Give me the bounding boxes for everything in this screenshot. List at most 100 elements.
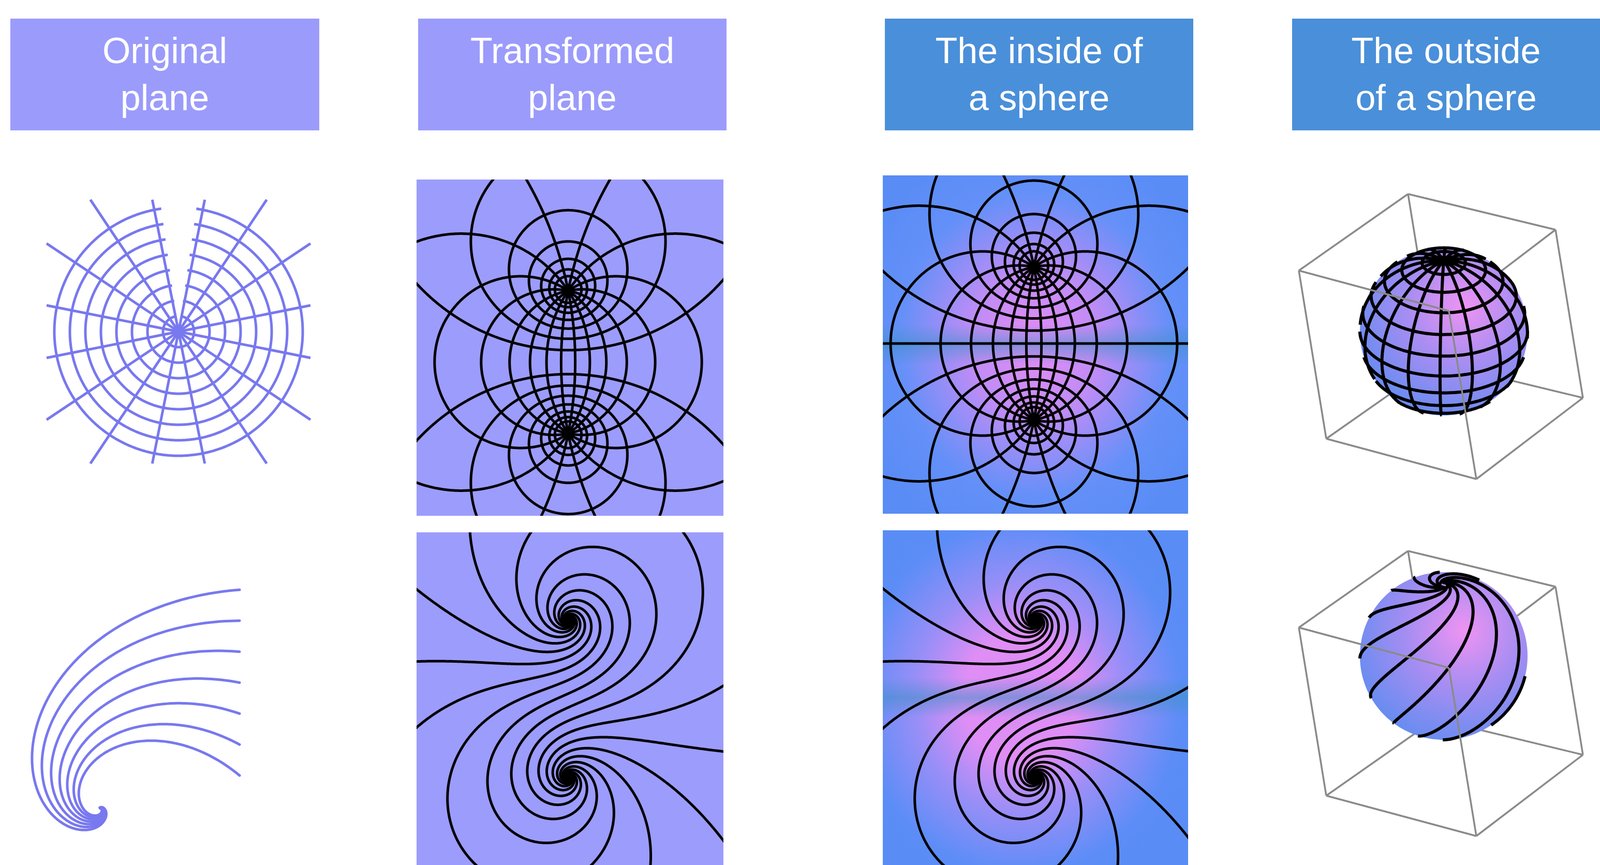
- cube-edge: [1555, 586, 1583, 755]
- header-box: The outside of a sphere: [1292, 18, 1600, 131]
- grid-panel: [882, 175, 1189, 514]
- sphere-lines: [1359, 572, 1525, 740]
- spiral-panel: [882, 530, 1189, 865]
- loxodrome-curve: [447, 590, 615, 865]
- polar-ray: [178, 331, 267, 464]
- coaxial-arc: [940, 265, 1034, 422]
- cube-edge: [1326, 438, 1477, 480]
- polar-ray: [178, 199, 205, 332]
- polar-ray: [178, 331, 311, 420]
- apollonian-circle: [509, 395, 628, 515]
- apollonian-circle: [991, 214, 1077, 299]
- coaxial-arc: [416, 233, 569, 492]
- spiral-curves: [32, 589, 240, 831]
- loxodrome-curve: [416, 600, 651, 865]
- cube-edge: [1298, 194, 1409, 271]
- apollonian-circle: [416, 179, 724, 351]
- coaxial-arc: [416, 179, 569, 516]
- apollonian-circle: [528, 241, 608, 321]
- coaxial-arc: [546, 290, 569, 434]
- loxodrome-curve: [914, 590, 1082, 865]
- cube-edge: [1298, 627, 1449, 669]
- spiral-curve: [67, 703, 240, 820]
- loxodrome-curve: [511, 546, 657, 820]
- apollonian-circle: [970, 379, 1098, 507]
- apollonian-circle: [929, 175, 1138, 319]
- apollonian-circle: [991, 389, 1077, 474]
- coaxial-arc: [882, 205, 1034, 482]
- grid-panel: [416, 179, 724, 516]
- sphere-figure: [1298, 551, 1583, 837]
- spiral-curve: [78, 741, 240, 817]
- polar-grid: [46, 199, 311, 464]
- coaxial-arc: [1033, 267, 1075, 421]
- coaxial-arc: [1033, 265, 1128, 422]
- cube-edge: [1476, 754, 1583, 837]
- spiral-curve: [59, 678, 240, 822]
- spiral-curve: [73, 724, 240, 818]
- coaxial-arc: [1010, 267, 1034, 421]
- apollonian-circle: [470, 385, 666, 516]
- coaxial-arc: [568, 290, 607, 434]
- loxodrome-curve: [416, 606, 724, 865]
- header-text: Original plane: [57, 27, 273, 122]
- coaxial-arc: [890, 251, 1034, 436]
- coaxial-arc: [1033, 205, 1189, 482]
- loxodrome-curve: [882, 606, 1189, 865]
- header-box: Transformed plane: [418, 18, 727, 131]
- coaxial-arc: [568, 179, 724, 516]
- loxodrome-curve: [978, 546, 1124, 820]
- cube-edge: [1298, 270, 1449, 311]
- apollonian-circle: [882, 356, 1189, 514]
- coaxial-arc: [1026, 267, 1034, 421]
- header-text: Transformed plane: [464, 27, 680, 122]
- coaxial-arc: [481, 289, 569, 435]
- coaxial-arc: [568, 276, 702, 449]
- cube-edge: [1408, 194, 1556, 230]
- apollonian-circle: [970, 180, 1098, 308]
- header-text: The inside of a sphere: [931, 27, 1147, 122]
- polar-ray: [90, 199, 179, 332]
- header-box: Original plane: [10, 18, 320, 131]
- header-box: The inside of a sphere: [884, 18, 1194, 131]
- spiral-curve: [51, 650, 240, 825]
- spiral-curve: [32, 589, 240, 831]
- cube-edge: [1448, 310, 1477, 480]
- sphere-figure: [1298, 194, 1583, 480]
- sphere-body: [1359, 572, 1528, 740]
- polar-ray: [90, 331, 179, 464]
- coaxial-arc: [993, 267, 1034, 421]
- coaxial-arc: [882, 175, 1034, 514]
- sphere-body: [1359, 247, 1528, 416]
- coaxial-arc: [1033, 175, 1189, 514]
- coaxial-arc: [568, 290, 627, 434]
- polar-ray: [178, 199, 267, 332]
- cube-edge: [1476, 397, 1583, 480]
- coaxial-arc: [568, 233, 724, 492]
- coaxial-arc: [568, 289, 656, 435]
- apollonian-circle: [509, 210, 628, 329]
- coaxial-arc: [434, 276, 569, 449]
- coaxial-arc: [971, 267, 1034, 421]
- panel-ground: [416, 179, 724, 516]
- polar-ray: [46, 305, 179, 332]
- coaxial-arc: [568, 290, 590, 434]
- coaxial-arc: [560, 290, 569, 434]
- apollonian-circle: [929, 368, 1138, 514]
- apollonian-circle: [882, 342, 1189, 346]
- loxodrome-curve: [882, 600, 1119, 865]
- polar-ray: [46, 331, 179, 420]
- spiral-panel: [416, 532, 724, 865]
- coaxial-arc: [509, 290, 569, 434]
- apollonian-circle: [528, 404, 608, 484]
- cube-edge: [1326, 795, 1477, 837]
- coaxial-arc: [1033, 251, 1178, 436]
- header-text: The outside of a sphere: [1338, 27, 1554, 122]
- coaxial-arc: [1033, 267, 1097, 421]
- cube-edge: [1448, 668, 1477, 837]
- coaxial-arc: [1033, 267, 1042, 421]
- cube-edge: [1298, 627, 1327, 796]
- polar-ray: [178, 331, 311, 359]
- polar-ray: [152, 331, 179, 464]
